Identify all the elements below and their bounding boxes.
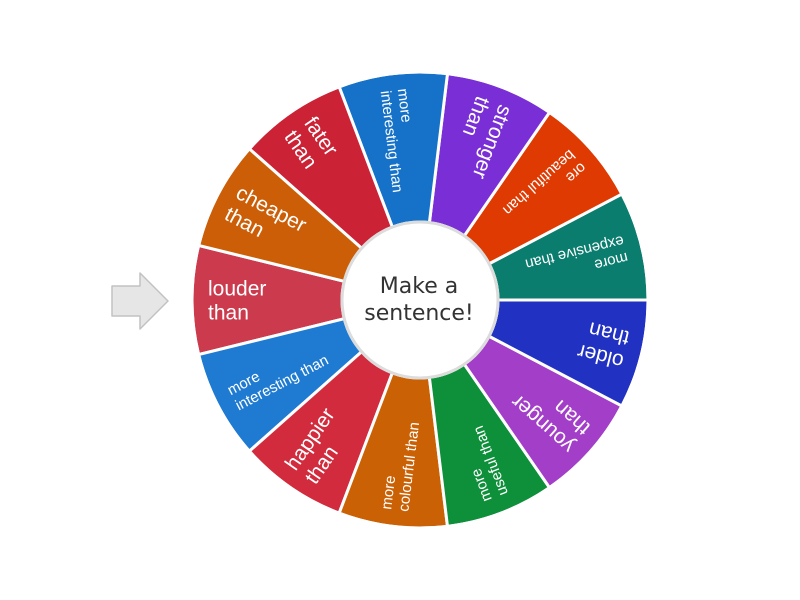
center-hub[interactable] xyxy=(340,220,500,380)
wheel-rim xyxy=(190,70,650,530)
wheel-segment-label: olderthan xyxy=(575,316,632,373)
arrow-right-icon xyxy=(111,272,169,330)
